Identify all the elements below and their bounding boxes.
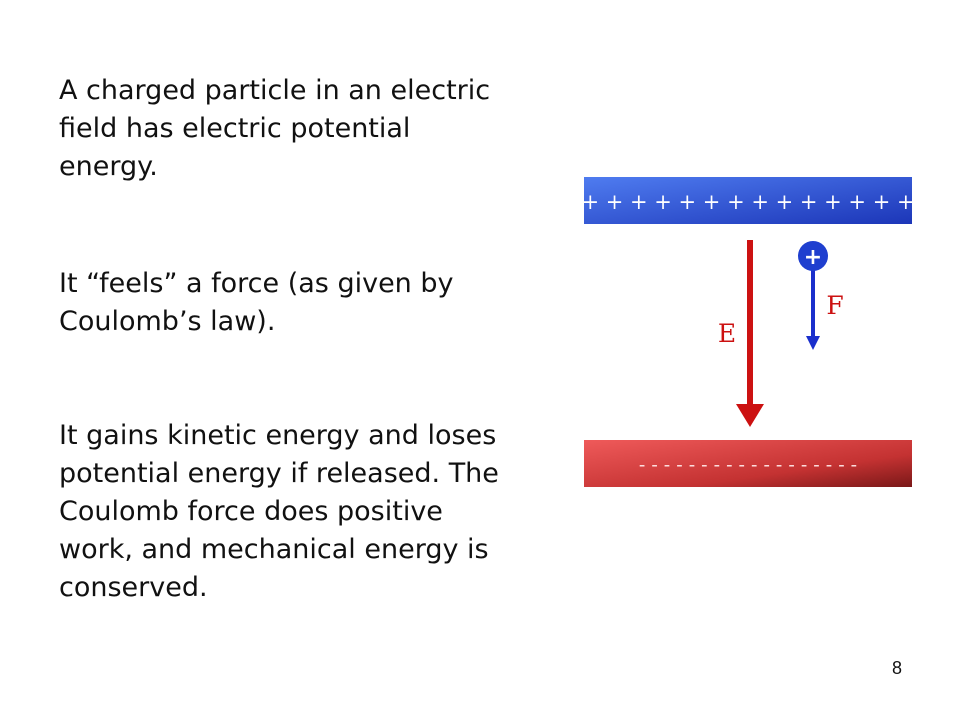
positive-charges-label: + + + + + + + + + + + + + + [581,190,914,214]
slide-number: 8 [891,658,902,678]
electric-field-arrow [736,240,764,427]
negative-plate [584,440,912,487]
field-label: E [718,319,736,348]
particle-symbol: + [804,245,822,270]
paragraph-coulomb-force: It “feels” a force (as given by Coulomb’… [59,268,454,337]
positive-plate [584,177,912,224]
force-arrow [806,268,820,350]
paragraph-potential-energy: A charged particle in an electric field … [59,75,491,182]
force-label: F [826,291,843,320]
paragraph-energy-conservation: It gains kinetic energy and loses potent… [59,420,499,603]
negative-charges-label: - - - - - - - - - - - - - - - - - - [639,454,857,476]
positive-particle [798,241,828,271]
